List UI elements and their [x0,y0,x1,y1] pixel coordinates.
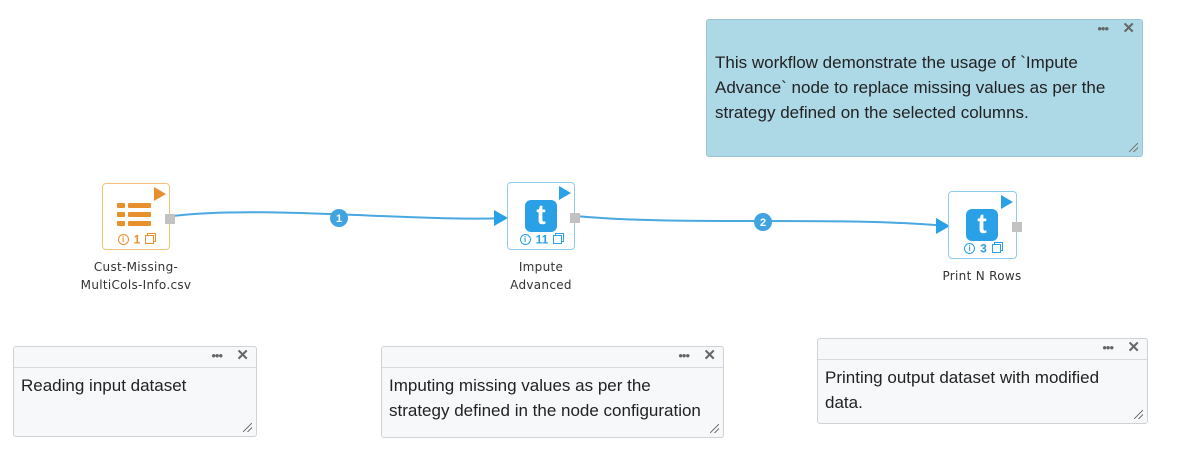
edge-2-label: 2 [760,217,766,229]
output-port[interactable] [1012,222,1022,232]
note-header: ••• ✕ [14,347,256,368]
reading-text: Reading input dataset [21,376,187,395]
node-impute-advanced[interactable]: t i 11 [507,182,580,250]
table-icon [117,201,151,231]
copy-icon[interactable] [991,244,1001,254]
close-icon[interactable]: ✕ [236,347,249,364]
node-footer: i 11 [508,233,574,246]
info-icon[interactable]: i [117,234,129,246]
printing-text: Printing output dataset with modified da… [825,368,1100,412]
info-icon[interactable]: i [964,243,976,255]
node-label-impute: Impute Advanced [510,260,572,292]
resize-handle-icon[interactable] [1134,410,1143,419]
more-dots-icon[interactable]: ••• [678,348,690,363]
t-icon: t [525,200,557,232]
edge-1-arrow [494,210,508,226]
note-header: ••• ✕ [382,347,723,368]
t-icon: t [966,209,998,241]
note-header: ••• ✕ [818,339,1147,360]
edge-2-badge[interactable] [754,213,772,231]
close-icon[interactable]: ✕ [1127,339,1140,356]
node-label-print: Print N Rows [942,269,1022,283]
imputing-note[interactable]: ••• ✕ Imputing missing values as per the… [381,346,724,438]
copy-icon[interactable] [553,235,563,245]
imputing-text: Imputing missing values as per the strat… [389,376,701,420]
edge-1-badge[interactable] [330,209,348,227]
run-icon[interactable] [154,187,166,201]
note-header: ••• ✕ [707,20,1142,40]
description-text: This workflow demonstrate the usage of `… [715,53,1106,122]
run-icon[interactable] [559,186,571,200]
resize-handle-icon[interactable] [710,424,719,433]
run-icon[interactable] [1001,195,1013,209]
more-dots-icon[interactable]: ••• [211,348,223,363]
edge-2-arrow [936,218,950,234]
output-port[interactable] [570,213,580,223]
info-icon[interactable]: i [519,234,531,246]
edge-1-label: 1 [336,213,342,225]
output-port[interactable] [165,214,175,224]
node-id: 3 [980,241,987,256]
printing-note[interactable]: ••• ✕ Printing output dataset with modif… [817,338,1148,424]
resize-handle-icon[interactable] [243,423,252,432]
copy-icon[interactable] [145,235,155,245]
close-icon[interactable]: ✕ [703,347,716,364]
description-note[interactable]: ••• ✕ This workflow demonstrate the usag… [706,19,1143,157]
close-icon[interactable]: ✕ [1122,20,1135,37]
node-id: 1 [133,232,141,247]
reading-note[interactable]: ••• ✕ Reading input dataset [13,346,257,437]
more-dots-icon[interactable]: ••• [1102,340,1114,355]
node-id: 11 [535,232,549,247]
node-label-csv: Cust-Missing-MultiCols-Info.csv [80,260,192,292]
resize-handle-icon[interactable] [1129,143,1138,152]
more-dots-icon[interactable]: ••• [1097,21,1109,36]
